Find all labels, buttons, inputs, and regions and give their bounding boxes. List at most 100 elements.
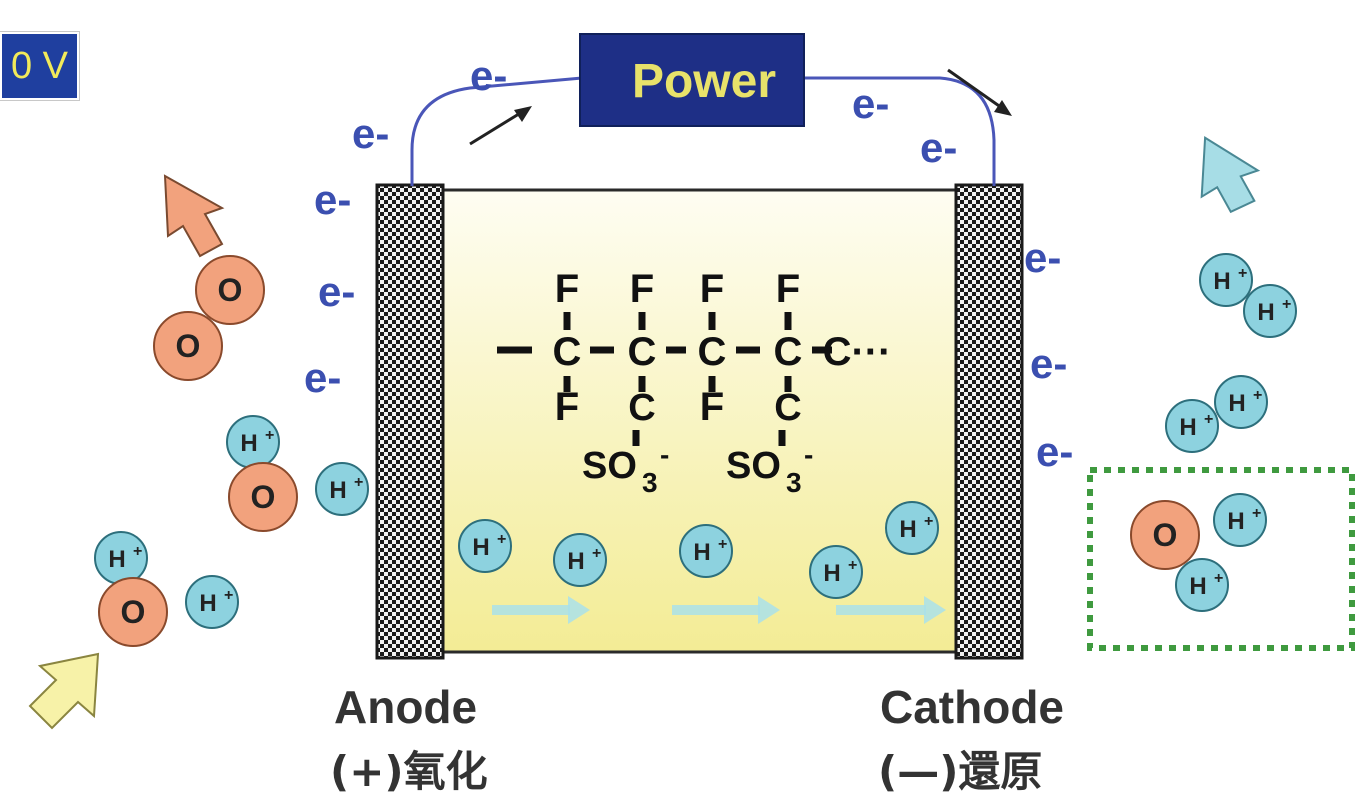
carbon-atom: C [774, 330, 803, 374]
hydrogen-atom: H+ [1175, 558, 1229, 612]
fluorine-atom: F [700, 385, 724, 429]
hydrogen-symbol: H [329, 477, 346, 504]
hydrogen-atom: H+ [226, 415, 280, 469]
hydrogen-charge: + [265, 427, 274, 444]
hydrogen-charge: + [1238, 265, 1247, 282]
fluorine-atom: F [776, 267, 800, 311]
hydrogen-symbol: H [199, 590, 216, 617]
carbon-atom: C [774, 387, 801, 429]
oxygen-atom: O [228, 462, 298, 532]
hydrogen-atom: H+ [885, 501, 939, 555]
wire-anode [410, 76, 583, 186]
electron-label: e- [1036, 428, 1073, 475]
fluorine-atom: F [555, 267, 579, 311]
hydrogen-charge: + [1252, 505, 1261, 522]
sulfonate-label: SO [582, 445, 637, 487]
electron-labels: e-e-e-e-e-e-e-e-e-e- [304, 52, 1073, 475]
hydrogen-symbol: H [823, 560, 840, 587]
electron-label: e- [314, 176, 351, 223]
electron-label: e- [1030, 340, 1067, 387]
hydrogen-charge: + [592, 545, 601, 562]
oxygen-symbol: O [1153, 517, 1178, 553]
electron-label: e- [920, 124, 957, 171]
sulfonate-charge: - [660, 439, 669, 470]
electron-flow-arrow-left [469, 106, 532, 146]
sulfonate-subscript: 3 [642, 467, 658, 498]
hydrogen-symbol: H [1179, 414, 1196, 441]
carbon-atom: C [553, 330, 582, 374]
hydrogen-charge: + [718, 536, 727, 553]
voltage-badge: 0 V [0, 32, 79, 100]
hydrogen-atom: H+ [1165, 399, 1219, 453]
electron-label: e- [470, 52, 507, 99]
cathode-label: Cathode [880, 681, 1064, 733]
hydrogen-atom: H+ [1243, 284, 1297, 338]
hydrogen-charge: + [1253, 387, 1262, 404]
oxygen-symbol: O [218, 272, 243, 308]
electron-label: e- [1024, 234, 1061, 281]
hydrogen-atom: H+ [185, 575, 239, 629]
flow-arrow-head [568, 596, 590, 624]
oxygen-symbol: O [251, 479, 276, 515]
hydrogen-atom: H+ [1213, 493, 1267, 547]
hydrogen-charge: + [848, 557, 857, 574]
flow-arrow-shaft [836, 605, 926, 615]
carbon-atom: C [698, 330, 727, 374]
oxygen-atom: O [98, 577, 168, 647]
hydrogen-symbol: H [472, 534, 489, 561]
power-supply: Power [579, 33, 805, 127]
cathode-description: (—)還原 [878, 747, 1043, 796]
hydrogen-symbol: H [899, 516, 916, 543]
hydrogen-symbol: H [108, 546, 125, 573]
oxygen-symbol: O [176, 328, 201, 364]
sulfonate-charge: - [804, 439, 813, 470]
hydrogen-atom: H+ [679, 524, 733, 578]
power-label: Power [632, 55, 776, 108]
electron-label: e- [304, 354, 341, 401]
water-inflow-arrow-icon [28, 652, 100, 730]
hydrogen-symbol: H [567, 548, 584, 575]
electron-label: e- [852, 80, 889, 127]
hydrogen-atom: H+ [458, 519, 512, 573]
hydrogen-symbol: H [1228, 390, 1245, 417]
fluorine-atom: F [630, 267, 654, 311]
electron-label: e- [318, 268, 355, 315]
electron-label: e- [352, 110, 389, 157]
hydrogen-charge: + [1214, 570, 1223, 587]
hydrogen-atom: H+ [809, 545, 863, 599]
carbon-atom: C [628, 330, 657, 374]
hydrogen-charge: + [1204, 411, 1213, 428]
hydrogen-symbol: H [1213, 268, 1230, 295]
cathode-water-highlight-box [1087, 467, 1355, 651]
membrane-protons: H+H+H+H+H+ [458, 501, 939, 599]
carbon-atom: C [628, 387, 655, 429]
hydrogen-outflow-arrow-icon [1200, 136, 1261, 214]
proton-flow-arrows [492, 596, 946, 624]
hydrogen-symbol: H [1227, 508, 1244, 535]
fluorine-atom: F [555, 385, 579, 429]
hydrogen-charge: + [497, 531, 506, 548]
hydrogen-symbol: H [240, 430, 257, 457]
anode-electrode [375, 183, 445, 660]
fluorine-atom: F [700, 267, 724, 311]
oxygen-symbol: O [121, 594, 146, 630]
anode-label: Anode [334, 681, 478, 733]
hydrogen-atom: H+ [1199, 253, 1253, 307]
hydrogen-symbol: H [693, 539, 710, 566]
flow-arrow-shaft [672, 605, 760, 615]
sulfonate-subscript: 3 [786, 467, 802, 498]
cathode-electrode [954, 183, 1024, 660]
flow-arrow-head [758, 596, 780, 624]
wire-cathode [804, 76, 996, 186]
hydrogen-charge: + [924, 513, 933, 530]
hydrogen-symbol: H [1257, 299, 1274, 326]
oxygen-atom: O [153, 311, 223, 381]
hydrogen-atom: H+ [1214, 375, 1268, 429]
hydrogen-symbol: H [1189, 573, 1206, 600]
oxygen-outflow-arrow-icon [163, 174, 225, 258]
oxygen-atom: O [1130, 500, 1200, 570]
